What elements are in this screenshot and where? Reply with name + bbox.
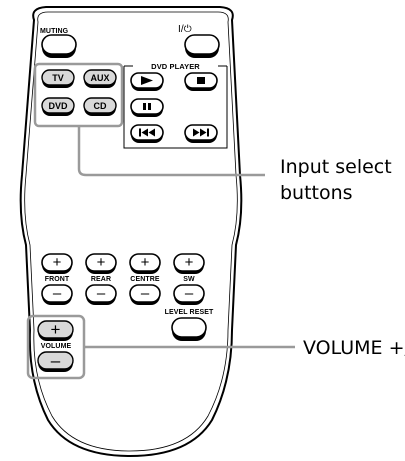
remote-body <box>19 6 243 458</box>
power-label: I/⏻ <box>178 24 192 35</box>
svg-text:+: + <box>185 254 194 271</box>
svg-text:–: – <box>51 351 61 370</box>
next-button[interactable] <box>184 124 218 143</box>
rear-label: REAR <box>91 276 111 283</box>
svg-text:+: + <box>51 320 61 339</box>
svg-text:–: – <box>97 285 106 302</box>
volume-callout: VOLUME +/– <box>303 337 405 359</box>
dvd-label: DVD <box>48 101 68 111</box>
svg-text:–: – <box>53 285 62 302</box>
input-select-leader-line <box>77 126 265 177</box>
remote-body-inner-edge <box>24 11 238 452</box>
front-minus-button[interactable]: – <box>41 284 73 305</box>
sw-plus-button[interactable]: + <box>173 253 205 274</box>
dvd-button[interactable]: DVD <box>41 97 75 116</box>
tv-label: TV <box>52 73 64 83</box>
volume-plus-button[interactable]: + <box>37 320 74 341</box>
pause-button[interactable] <box>130 98 164 117</box>
tv-button[interactable]: TV <box>41 69 75 88</box>
level-group-rear: + REAR – <box>85 253 117 305</box>
next-icon <box>193 128 209 137</box>
svg-text:+: + <box>97 254 106 271</box>
input-select-callout-line1: Input select <box>280 156 392 178</box>
cd-label: CD <box>94 101 107 111</box>
front-label: FRONT <box>45 276 70 283</box>
muting-label: MUTING <box>40 28 69 35</box>
muting-button[interactable] <box>41 34 77 58</box>
aux-button[interactable]: AUX <box>83 69 117 88</box>
centre-plus-button[interactable]: + <box>129 253 161 274</box>
svg-text:+: + <box>53 254 62 271</box>
pause-icon <box>143 103 151 110</box>
cd-button[interactable]: CD <box>83 97 117 116</box>
sw-label: SW <box>183 276 195 283</box>
dvd-player-bracket <box>123 65 228 149</box>
rear-minus-button[interactable]: – <box>85 284 117 305</box>
sw-minus-button[interactable]: – <box>173 284 205 305</box>
stop-button[interactable] <box>184 72 218 91</box>
centre-minus-button[interactable]: – <box>129 284 161 305</box>
level-reset-button[interactable] <box>171 317 207 341</box>
power-button[interactable] <box>184 34 220 58</box>
level-group-front: + FRONT – <box>41 253 73 305</box>
front-plus-button[interactable]: + <box>41 253 73 274</box>
dvd-player-label: DVD PLAYER <box>151 62 200 71</box>
play-icon <box>141 76 153 85</box>
play-button[interactable] <box>130 72 164 91</box>
volume-minus-button[interactable]: – <box>37 351 74 372</box>
stop-icon <box>197 77 205 84</box>
aux-label: AUX <box>90 73 109 83</box>
level-group-centre: + CENTRE – <box>129 253 161 305</box>
level-group-sw: + SW – <box>173 253 205 305</box>
svg-text:–: – <box>141 285 150 302</box>
previous-icon <box>139 128 155 137</box>
previous-button[interactable] <box>130 124 164 143</box>
input-select-callout-line2: buttons <box>280 182 353 204</box>
centre-label: CENTRE <box>130 276 160 283</box>
level-reset-label: LEVEL RESET <box>165 309 214 316</box>
rear-plus-button[interactable]: + <box>85 253 117 274</box>
svg-text:–: – <box>185 285 194 302</box>
volume-label: VOLUME <box>41 343 72 350</box>
svg-text:+: + <box>141 254 150 271</box>
